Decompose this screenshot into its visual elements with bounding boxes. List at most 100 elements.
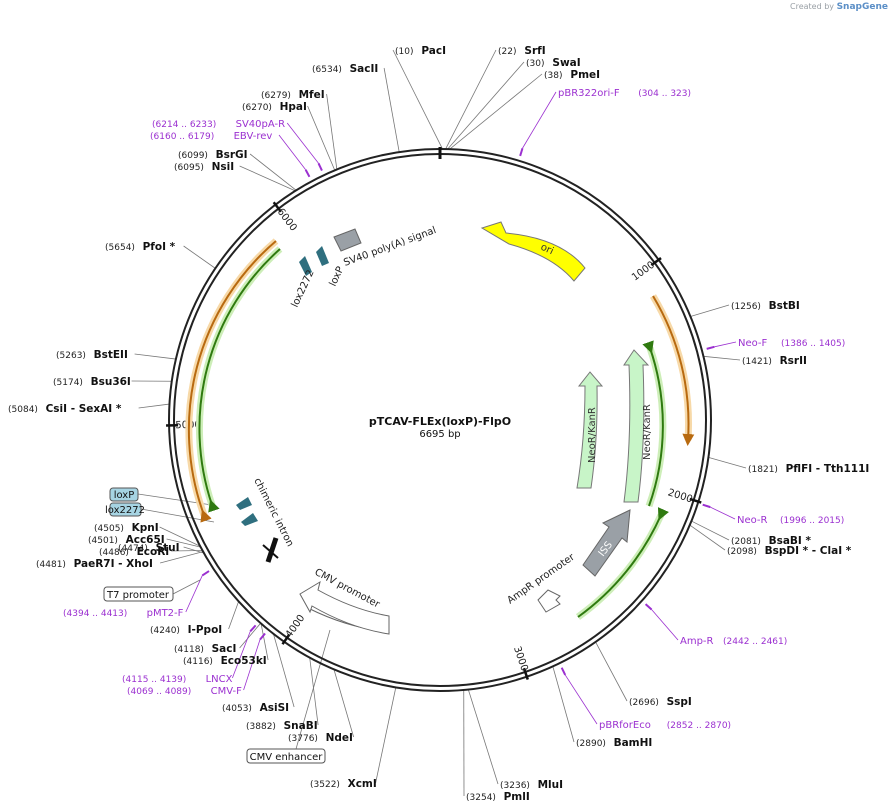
- enzyme-position: (3882): [246, 722, 276, 732]
- enzyme-position: (6099): [178, 151, 208, 161]
- enzyme-leader: [260, 623, 269, 661]
- enzyme-position: (2696): [629, 698, 659, 708]
- enzyme-site: (4481)PaeR7I - XhoI: [36, 558, 153, 570]
- primer-site: (4069 .. 4089)CMV-F: [127, 686, 242, 697]
- enzyme-site: (4505)KpnI: [94, 522, 159, 534]
- enzyme-leader: [703, 355, 741, 361]
- primer-site: pBRforEco(2852 .. 2870): [599, 720, 731, 731]
- enzyme-leader: [691, 520, 730, 541]
- t7-promoter-label: T7 promoter: [106, 590, 170, 601]
- enzyme-name: PaeR7I - XhoI: [74, 558, 153, 570]
- enzyme-position: (38): [544, 71, 562, 81]
- enzyme-site: (5654)PfoI *: [105, 241, 176, 253]
- enzyme-site: (3254)PmlI: [466, 791, 530, 803]
- enzyme-name: NsiI: [212, 161, 235, 173]
- primer-leader: [185, 575, 203, 613]
- enzyme-leader: [375, 687, 397, 784]
- enzyme-site: (22)SrfI: [498, 45, 546, 57]
- neo-label-1: NeoR/KanR: [587, 407, 598, 463]
- neo-label-2: NeoR/KanR: [642, 404, 653, 460]
- cmv-enhancer-label: CMV enhancer: [250, 752, 324, 763]
- primer-mark: [560, 667, 567, 676]
- loxp-inner-label: loxP: [328, 265, 347, 288]
- primer-leader: [564, 674, 598, 725]
- primer-range: (6214 .. 6233): [152, 120, 216, 130]
- enzyme-position: (5084): [8, 405, 38, 415]
- enzyme-leader: [708, 456, 747, 469]
- primer-mark: [317, 162, 323, 171]
- primer-site: Amp-R(2442 .. 2461): [680, 636, 787, 647]
- enzyme-position: (10): [395, 47, 413, 57]
- lox2272-box: lox2272: [105, 502, 145, 517]
- primer-site: (4394 .. 4413)pMT2-F: [63, 608, 184, 619]
- enzyme-site: (30)SwaI: [526, 57, 581, 69]
- enzyme-leader: [690, 304, 730, 317]
- enzyme-position: (4474): [118, 544, 148, 554]
- enzyme-leader: [239, 622, 261, 649]
- ori-feature: ori: [480, 221, 586, 282]
- enzyme-leader: [595, 641, 628, 702]
- primer-marks: [201, 147, 715, 676]
- enzyme-name: BstBI: [769, 300, 800, 312]
- enzyme-site: (3882)SnaBI: [246, 720, 318, 732]
- enzyme-position: (2081): [731, 537, 761, 547]
- primer-range: (304 .. 323): [638, 89, 691, 99]
- enzyme-position: (4118): [174, 645, 204, 655]
- enzyme-position: (4116): [183, 657, 213, 667]
- enzyme-site: (6095)NsiI: [174, 161, 234, 173]
- enzyme-position: (1821): [748, 465, 778, 475]
- primer-site: Neo-F(1386 .. 1405): [738, 338, 845, 349]
- primer-leader: [710, 506, 736, 520]
- tick-label: 1000: [630, 260, 657, 284]
- enzyme-name: PacI: [421, 45, 446, 57]
- enzyme-name: Bsu36I: [91, 376, 131, 388]
- enzyme-leader: [392, 49, 443, 150]
- enzyme-leader: [449, 73, 543, 150]
- enzyme-leader: [138, 403, 170, 409]
- tick-mark: [281, 633, 291, 645]
- enzyme-site: (6279)MfeI: [261, 89, 325, 101]
- enzyme-leader: [333, 669, 354, 738]
- lox2272-site-lower: [241, 513, 258, 526]
- enzyme-name: BsaBI *: [769, 535, 812, 547]
- enzyme-leader: [326, 93, 338, 170]
- primer-mark: [706, 345, 715, 350]
- enzyme-position: (2890): [576, 739, 606, 749]
- tick-mark: [272, 201, 282, 213]
- primer-range: (1386 .. 1405): [781, 339, 845, 349]
- enzyme-position: (1256): [731, 302, 761, 312]
- primer-mark: [702, 503, 711, 509]
- enzyme-site: (5263)BstEII: [56, 349, 128, 361]
- cmv-enhancer-box: CMV enhancer: [246, 748, 326, 764]
- primer-leader: [232, 631, 251, 679]
- tick-mark: [522, 667, 529, 680]
- leader-lines: [131, 49, 747, 797]
- primer-site: Neo-R(1996 .. 2015): [737, 515, 844, 526]
- enzyme-site: (1256) BstBI: [731, 300, 800, 312]
- primer-range: (2442 .. 2461): [723, 637, 787, 647]
- primer-leader: [522, 91, 557, 149]
- enzyme-position: (4240): [150, 626, 180, 636]
- enzyme-labels: (10)PacI(22)SrfI(30)SwaI(38)PmeI(1256)Bs…: [8, 45, 869, 803]
- enzyme-position: (1421): [742, 357, 772, 367]
- enzyme-site: (4240) I-PpoI: [150, 624, 222, 636]
- enzyme-name: Eco53kI: [221, 655, 267, 667]
- enzyme-leader: [689, 524, 726, 551]
- enzyme-site: (3236)MluI: [500, 779, 563, 791]
- primer-mark: [201, 570, 210, 577]
- enzyme-position: (3254): [466, 793, 496, 803]
- primer-range: (2852 .. 2870): [667, 721, 731, 731]
- enzyme-name: I-PpoI: [188, 624, 223, 636]
- plasmid-length: 6695 bp: [419, 429, 460, 440]
- enzyme-position: (22): [498, 47, 516, 57]
- enzyme-site: (4474)StuI: [118, 542, 180, 554]
- enzyme-name: BspDI * - ClaI *: [765, 545, 852, 557]
- enzyme-leader: [467, 689, 499, 785]
- enzyme-leader: [171, 550, 203, 552]
- enzyme-leader: [134, 353, 176, 360]
- iss-feature: ISS: [582, 509, 631, 577]
- primer-name: Neo-R: [737, 515, 768, 526]
- enzyme-position: (4053): [222, 704, 252, 714]
- enzyme-leader: [159, 551, 204, 564]
